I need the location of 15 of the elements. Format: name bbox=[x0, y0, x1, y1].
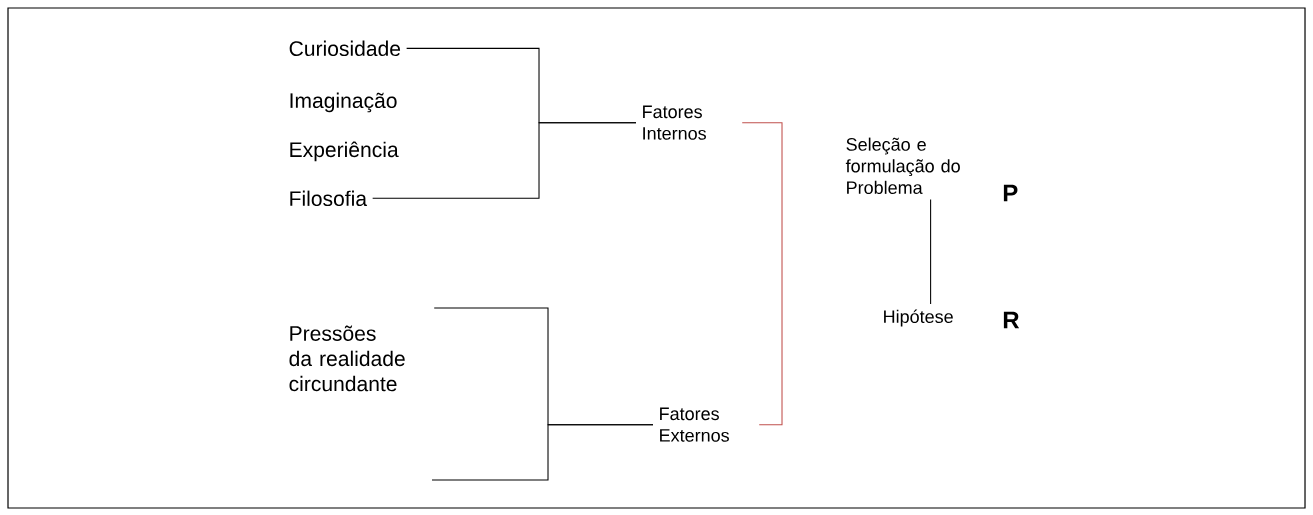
item-label: Experiência bbox=[290, 141, 399, 162]
connector-line bbox=[372, 122, 637, 199]
group-label: Fatores Internos bbox=[643, 105, 706, 140]
item-label: Imaginação bbox=[290, 92, 397, 113]
stage-letter: R bbox=[1003, 311, 1020, 329]
connector-line bbox=[431, 424, 654, 481]
item-label: Pressões da realidade circundante bbox=[289, 325, 405, 392]
item-label: Curiosidade bbox=[289, 40, 401, 57]
connector-line bbox=[930, 199, 932, 305]
stage-letter: P bbox=[1003, 184, 1018, 202]
stage-label: Hipótese bbox=[884, 309, 953, 327]
connector-line bbox=[741, 122, 783, 426]
group-label: Fatores Externos bbox=[660, 407, 729, 442]
item-label: Filosofia bbox=[290, 190, 368, 207]
stage-label: Seleção e formulação do Problema bbox=[845, 137, 960, 194]
